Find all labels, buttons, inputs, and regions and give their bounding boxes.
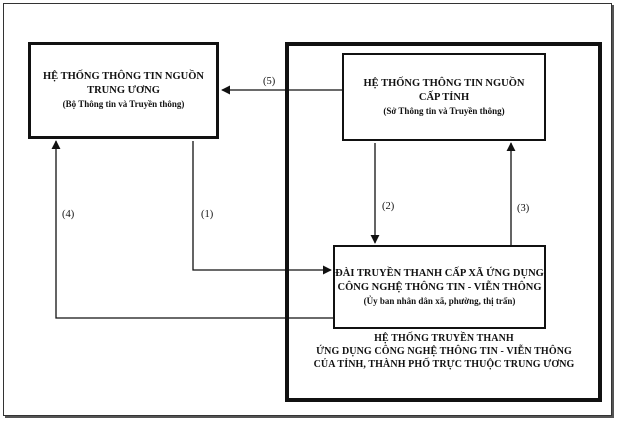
central-title-line2: TRUNG ƯƠNG — [87, 85, 160, 96]
arrow-2-label: (2) — [382, 201, 395, 212]
commune-title-line2: CÔNG NGHỆ THÔNG TIN - VIỄN THÔNG — [337, 281, 542, 293]
provincial-broadcast-system-container — [285, 42, 602, 402]
provincial-source-system-box: HỆ THỐNG THÔNG TIN NGUỒN CẤP TỈNH (Sở Th… — [342, 53, 546, 141]
central-source-system-box: HỆ THỐNG THÔNG TIN NGUỒN TRUNG ƯƠNG (Bộ … — [28, 42, 219, 139]
provincial-title-line1: HỆ THỐNG THÔNG TIN NGUỒN — [363, 77, 525, 89]
arrow-1-label: (1) — [201, 209, 214, 220]
arrow-4-line — [51, 140, 333, 319]
arrow-1-line — [192, 141, 332, 275]
arrow-4-label: (4) — [62, 209, 75, 220]
arrow-3-label: (3) — [517, 203, 530, 214]
commune-subtitle: (Ủy ban nhân dân xã, phường, thị trấn) — [363, 295, 516, 306]
central-title-line1: HỆ THỐNG THÔNG TIN NGUỒN — [42, 71, 205, 82]
arrow-5-label: (5) — [263, 76, 276, 87]
outer-system-caption: HỆ THỐNG TRUYỀN THANH ỨNG DỤNG CÔNG NGHỆ… — [291, 332, 597, 371]
outer-caption-line2: ỨNG DỤNG CÔNG NGHỆ THÔNG TIN - VIỄN THÔN… — [316, 346, 572, 357]
provincial-title-line2: CẤP TỈNH — [418, 91, 470, 103]
commune-radio-station-box: ĐÀI TRUYỀN THANH CẤP XÃ ỨNG DỤNG CÔNG NG… — [333, 245, 546, 329]
provincial-subtitle: (Sở Thông tin và Truyền thông) — [383, 105, 505, 116]
commune-title-line1: ĐÀI TRUYỀN THANH CẤP XÃ ỨNG DỤNG — [335, 267, 544, 279]
central-subtitle: (Bộ Thông tin và Truyền thông) — [62, 99, 185, 109]
outer-caption-line1: HỆ THỐNG TRUYỀN THANH — [374, 333, 514, 344]
outer-caption-line3: CỦA TỈNH, THÀNH PHỐ TRỰC THUỘC TRUNG ƯƠN… — [313, 359, 575, 370]
